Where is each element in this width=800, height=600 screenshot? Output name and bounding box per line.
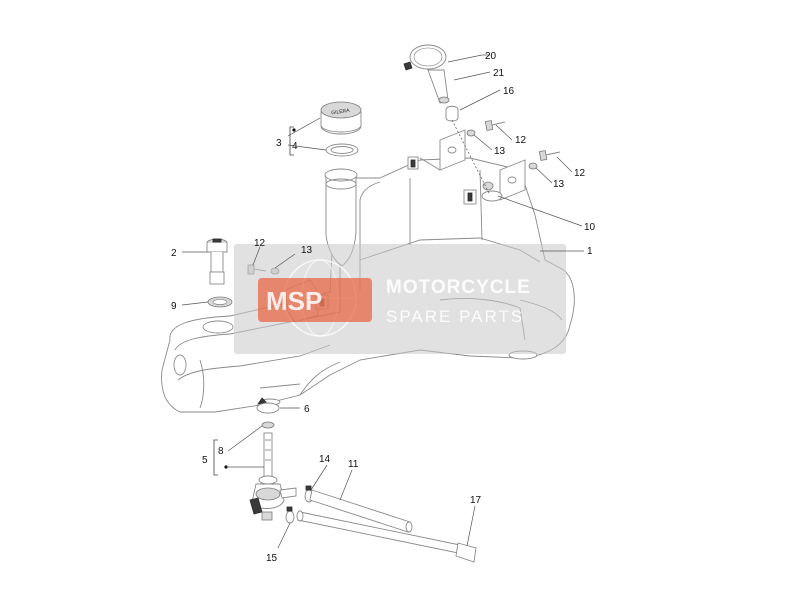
svg-text:GILERA: GILERA	[331, 108, 351, 117]
callout-12-upper: 12	[515, 135, 527, 146]
callout-13-lower: 13	[553, 179, 565, 190]
leader-lines	[181, 54, 584, 549]
vent-hose-17	[296, 510, 477, 563]
callout-9: 9	[171, 301, 177, 312]
callout-12-lower: 12	[574, 168, 586, 179]
callout-4: 4	[292, 141, 298, 152]
hose-clamp-6	[256, 397, 280, 414]
cap-gasket	[325, 143, 359, 157]
tank-clip-top	[407, 156, 477, 205]
hose-clip-15	[285, 506, 295, 524]
rear-bracket-right	[499, 159, 526, 201]
bolt-upper-right	[466, 120, 506, 137]
fuel-level-sender	[206, 238, 228, 285]
callout-3: 3	[276, 138, 282, 149]
callout-8: 8	[218, 446, 224, 457]
fuel-petcock	[249, 432, 297, 521]
watermark-line1: MOTORCYCLE	[386, 277, 531, 298]
rear-bracket-left	[419, 129, 466, 171]
callout-14: 14	[319, 454, 331, 465]
callout-5: 5	[202, 455, 208, 466]
watermark: MSP MOTORCYCLE SPARE PARTS	[234, 244, 566, 354]
callout-12-left: 12	[254, 238, 266, 249]
callout-10: 10	[584, 222, 596, 233]
bolt-lower-right	[528, 150, 561, 170]
callout-17: 17	[470, 495, 482, 506]
watermark-line2: SPARE PARTS	[386, 307, 524, 326]
callout-1: 1	[587, 246, 593, 257]
callout-20: 20	[485, 51, 497, 62]
callout-labels: 20 21 16 12 13 12 13 10 1 3 4 2 9 12 13 …	[171, 51, 596, 564]
callout-13-left: 13	[301, 245, 313, 256]
callout-21: 21	[493, 68, 505, 79]
callout-6: 6	[304, 404, 310, 415]
watermark-logo: MSP	[258, 259, 372, 337]
breather-assembly	[403, 44, 491, 196]
callout-15: 15	[266, 553, 278, 564]
callout-16: 16	[503, 86, 515, 97]
callout-2: 2	[171, 248, 177, 259]
svg-text:MSP: MSP	[266, 286, 322, 316]
fuel-hose-11	[309, 489, 413, 533]
assembly-brackets	[213, 126, 296, 476]
callout-13-upper: 13	[494, 146, 506, 157]
petcock-o-ring	[261, 421, 275, 429]
vent-valve	[481, 181, 503, 202]
callout-11: 11	[348, 459, 359, 470]
fuel-cap: GILERA	[320, 101, 362, 135]
